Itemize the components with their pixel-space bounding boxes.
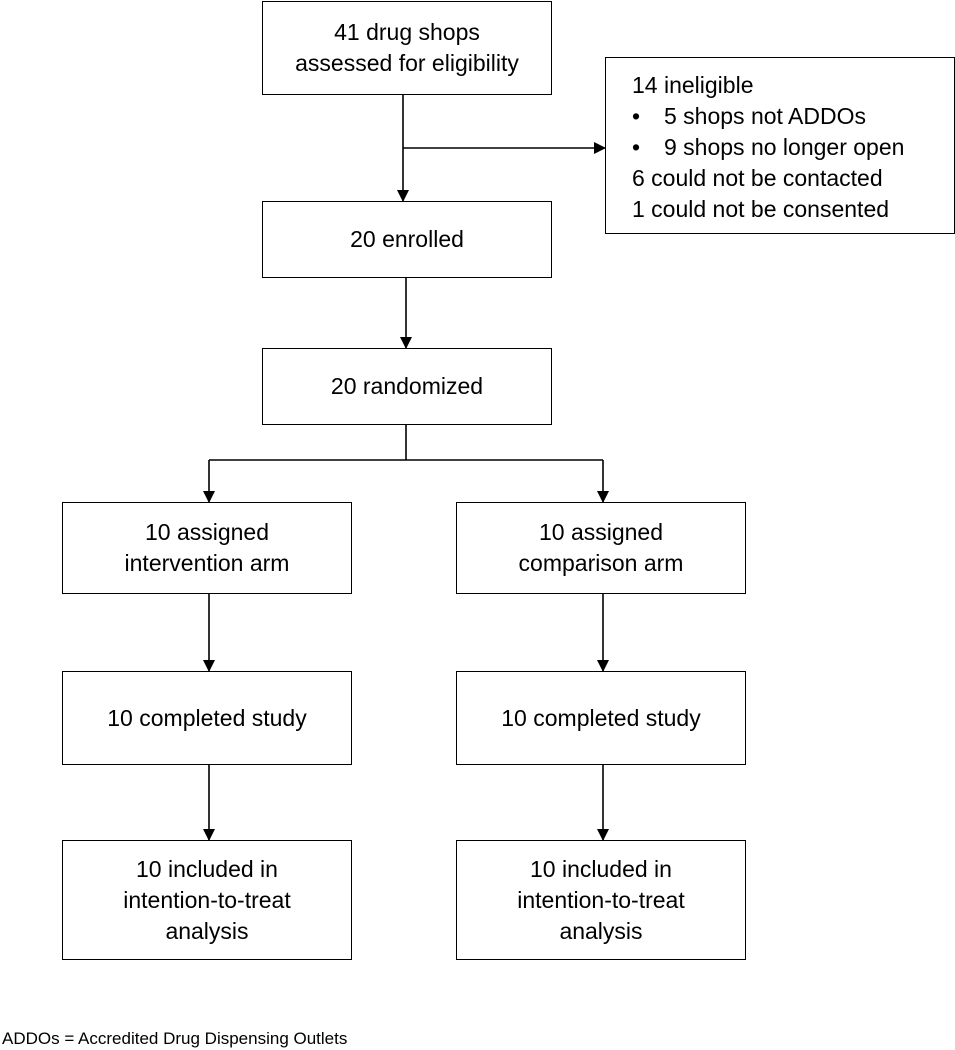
enrolled-box: 20 enrolled	[262, 201, 552, 278]
exclusion-bullet-item: • 5 shops not ADDOs	[632, 101, 954, 132]
comparison-completed-box: 10 completed study	[456, 671, 746, 765]
box-line: 41 drug shops	[334, 19, 480, 45]
exclusion-other-item: 1 could not be consented	[632, 196, 890, 222]
intervention-completed-box: 10 completed study	[62, 671, 352, 765]
intervention-itt-box: 10 included in intention-to-treat analys…	[62, 840, 352, 960]
box-line: 10 completed study	[501, 704, 701, 731]
box-line: intention-to-treat	[123, 886, 291, 913]
box-line: intervention arm	[124, 550, 290, 576]
box-line: 10 completed study	[107, 704, 307, 731]
exclusion-bullet-text: 9 shops no longer open	[664, 134, 905, 160]
exclusion-other-item: 6 could not be contacted	[632, 165, 883, 191]
bullet-marker: •	[632, 134, 641, 160]
randomized-box: 20 randomized	[262, 348, 552, 425]
comparison-itt-box: 10 included in intention-to-treat analys…	[456, 840, 746, 960]
box-line: 20 randomized	[330, 373, 484, 399]
ineligible-heading: 14 ineligible	[632, 72, 754, 98]
abbreviation-footnote: ADDOs = Accredited Drug Dispensing Outle…	[2, 1029, 348, 1048]
box-line: analysis	[165, 917, 249, 944]
box-line: 10 included in	[530, 855, 672, 882]
bullet-marker: •	[632, 103, 641, 129]
comparison-arm-box: 10 assigned comparison arm	[456, 502, 746, 594]
box-line: 10 assigned	[538, 519, 664, 545]
box-line: analysis	[559, 917, 643, 944]
box-line: 10 assigned	[144, 519, 270, 545]
intervention-arm-box: 10 assigned intervention arm	[62, 502, 352, 594]
box-line: assessed for eligibility	[295, 50, 519, 76]
exclusion-bullet-text: 5 shops not ADDOs	[664, 103, 866, 129]
exclusions-box: 14 ineligible • 5 shops not ADDOs • 9 sh…	[605, 57, 955, 234]
assessed-for-eligibility-box: 41 drug shops assessed for eligibility	[262, 1, 552, 95]
box-line: intention-to-treat	[517, 886, 685, 913]
exclusion-bullet-item: • 9 shops no longer open	[632, 132, 954, 163]
box-line: comparison arm	[518, 550, 684, 576]
box-line: 20 enrolled	[350, 226, 464, 252]
box-line: 10 included in	[136, 855, 278, 882]
